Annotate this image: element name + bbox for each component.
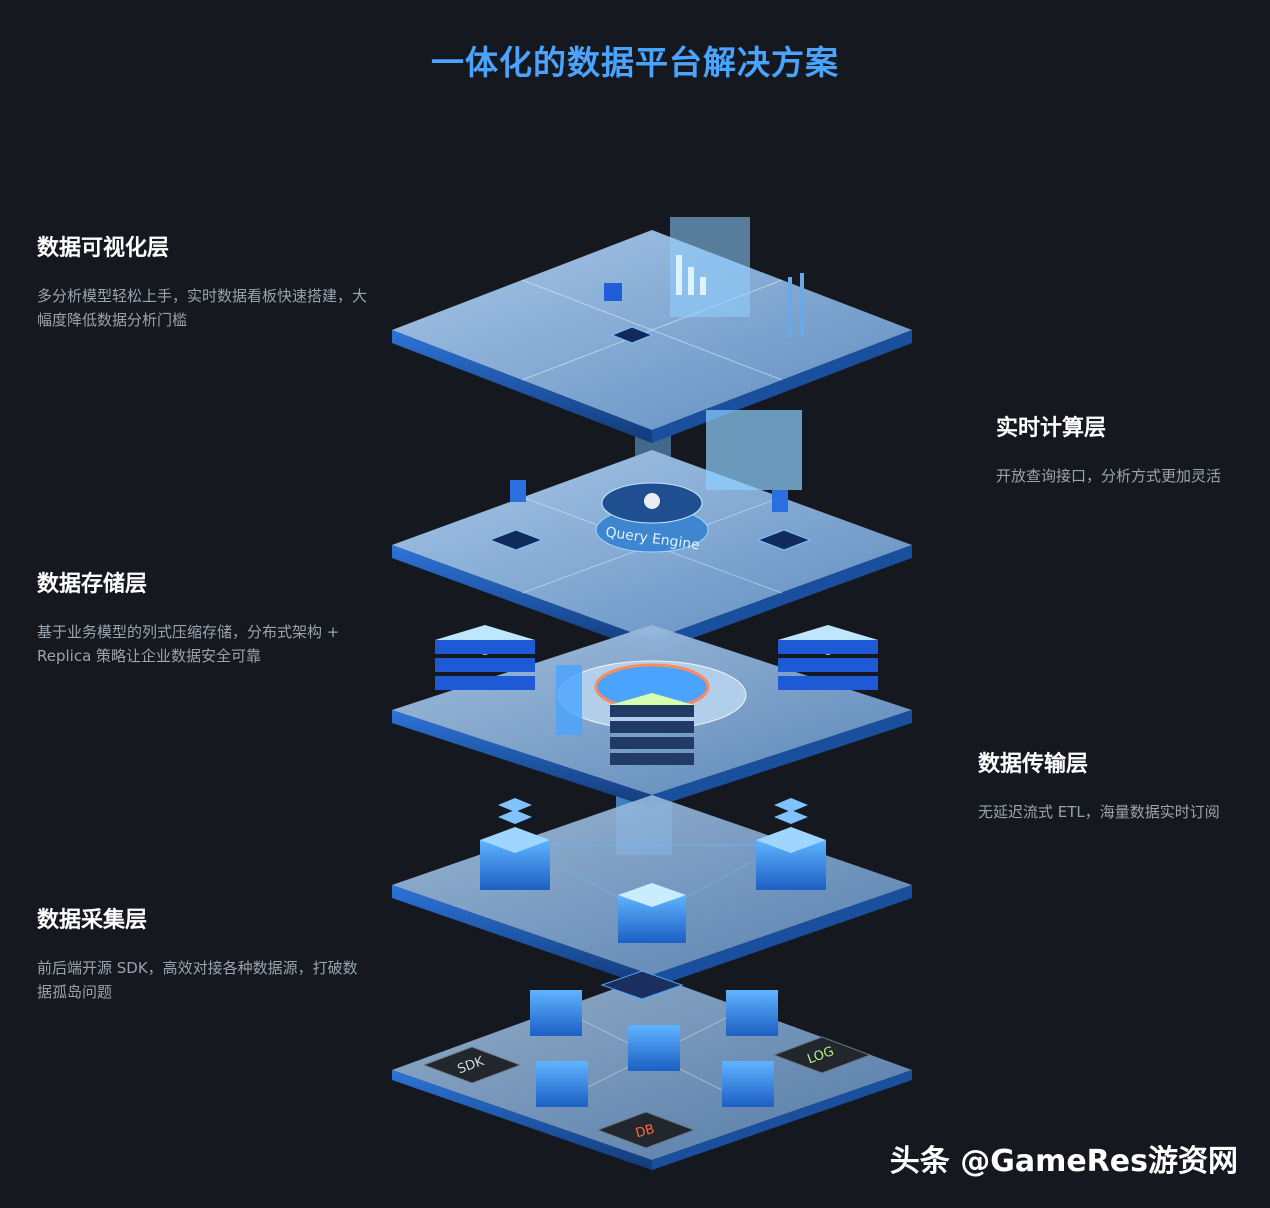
layer-text-compute: 开放查询接口，分析方式更加灵活 bbox=[996, 467, 1222, 485]
db-chip bbox=[596, 1111, 696, 1149]
platform-visualization bbox=[392, 217, 912, 443]
server-stack-right bbox=[778, 625, 878, 690]
transfer-node-center bbox=[618, 883, 686, 943]
source-cube bbox=[536, 1061, 588, 1107]
platform-transfer bbox=[392, 795, 912, 988]
layer-text-visualization: 多分析模型轻松上手，实时数据看板快速搭建，大幅度降低数据分析门槛 bbox=[37, 287, 368, 329]
layer-desc-storage: 数据存储层 基于业务模型的列式压缩存储，分布式架构 + Replica 策略让企… bbox=[37, 566, 367, 668]
layer-desc-collect: 数据采集层 前后端开源 SDK，高效对接各种数据源，打破数据孤岛问题 bbox=[37, 902, 367, 1004]
db-chip-label: DB bbox=[634, 1122, 656, 1141]
sdk-chip bbox=[422, 1046, 522, 1084]
layer-title-visualization: 数据可视化层 bbox=[37, 236, 170, 261]
layer-desc-transfer: 数据传输层 无延迟流式 ETL，海量数据实时订阅 bbox=[978, 746, 1258, 824]
layer-text-storage: 基于业务模型的列式压缩存储，分布式架构 + Replica 策略让企业数据安全可… bbox=[37, 623, 340, 665]
layer-text-transfer: 无延迟流式 ETL，海量数据实时订阅 bbox=[978, 803, 1220, 821]
source-cube bbox=[530, 990, 582, 1036]
source-cube bbox=[726, 990, 778, 1036]
transfer-node-left bbox=[480, 798, 550, 890]
layer-desc-visualization: 数据可视化层 多分析模型轻松上手，实时数据看板快速搭建，大幅度降低数据分析门槛 bbox=[37, 230, 367, 332]
platform-storage bbox=[392, 625, 912, 808]
monitor-panel-icon bbox=[706, 410, 802, 490]
source-cube bbox=[722, 1061, 774, 1107]
platform-compute: Query Engine bbox=[392, 410, 912, 653]
layer-title-compute: 实时计算层 bbox=[996, 416, 1107, 441]
layer-text-collect: 前后端开源 SDK，高效对接各种数据源，打破数据孤岛问题 bbox=[37, 959, 358, 1001]
page-title: 一体化的数据平台解决方案 bbox=[431, 43, 839, 82]
layer-title-transfer: 数据传输层 bbox=[978, 752, 1089, 777]
layer-desc-compute: 实时计算层 开放查询接口，分析方式更加灵活 bbox=[996, 410, 1256, 488]
layer-title-storage: 数据存储层 bbox=[37, 572, 148, 597]
layer-title-collect: 数据采集层 bbox=[37, 908, 148, 933]
server-stack-left bbox=[435, 625, 535, 690]
watermark: 头条 @GameRes游资网 bbox=[889, 1144, 1238, 1179]
server-stack-center bbox=[610, 693, 694, 765]
layer-stack-diagram: Query Engine bbox=[392, 217, 912, 1170]
dashboard-panel-icon bbox=[670, 217, 750, 317]
platform-collect: SDK LOG DB bbox=[392, 970, 912, 1170]
source-cube bbox=[628, 1025, 680, 1071]
log-chip bbox=[772, 1036, 872, 1074]
transfer-node-right bbox=[756, 798, 826, 890]
